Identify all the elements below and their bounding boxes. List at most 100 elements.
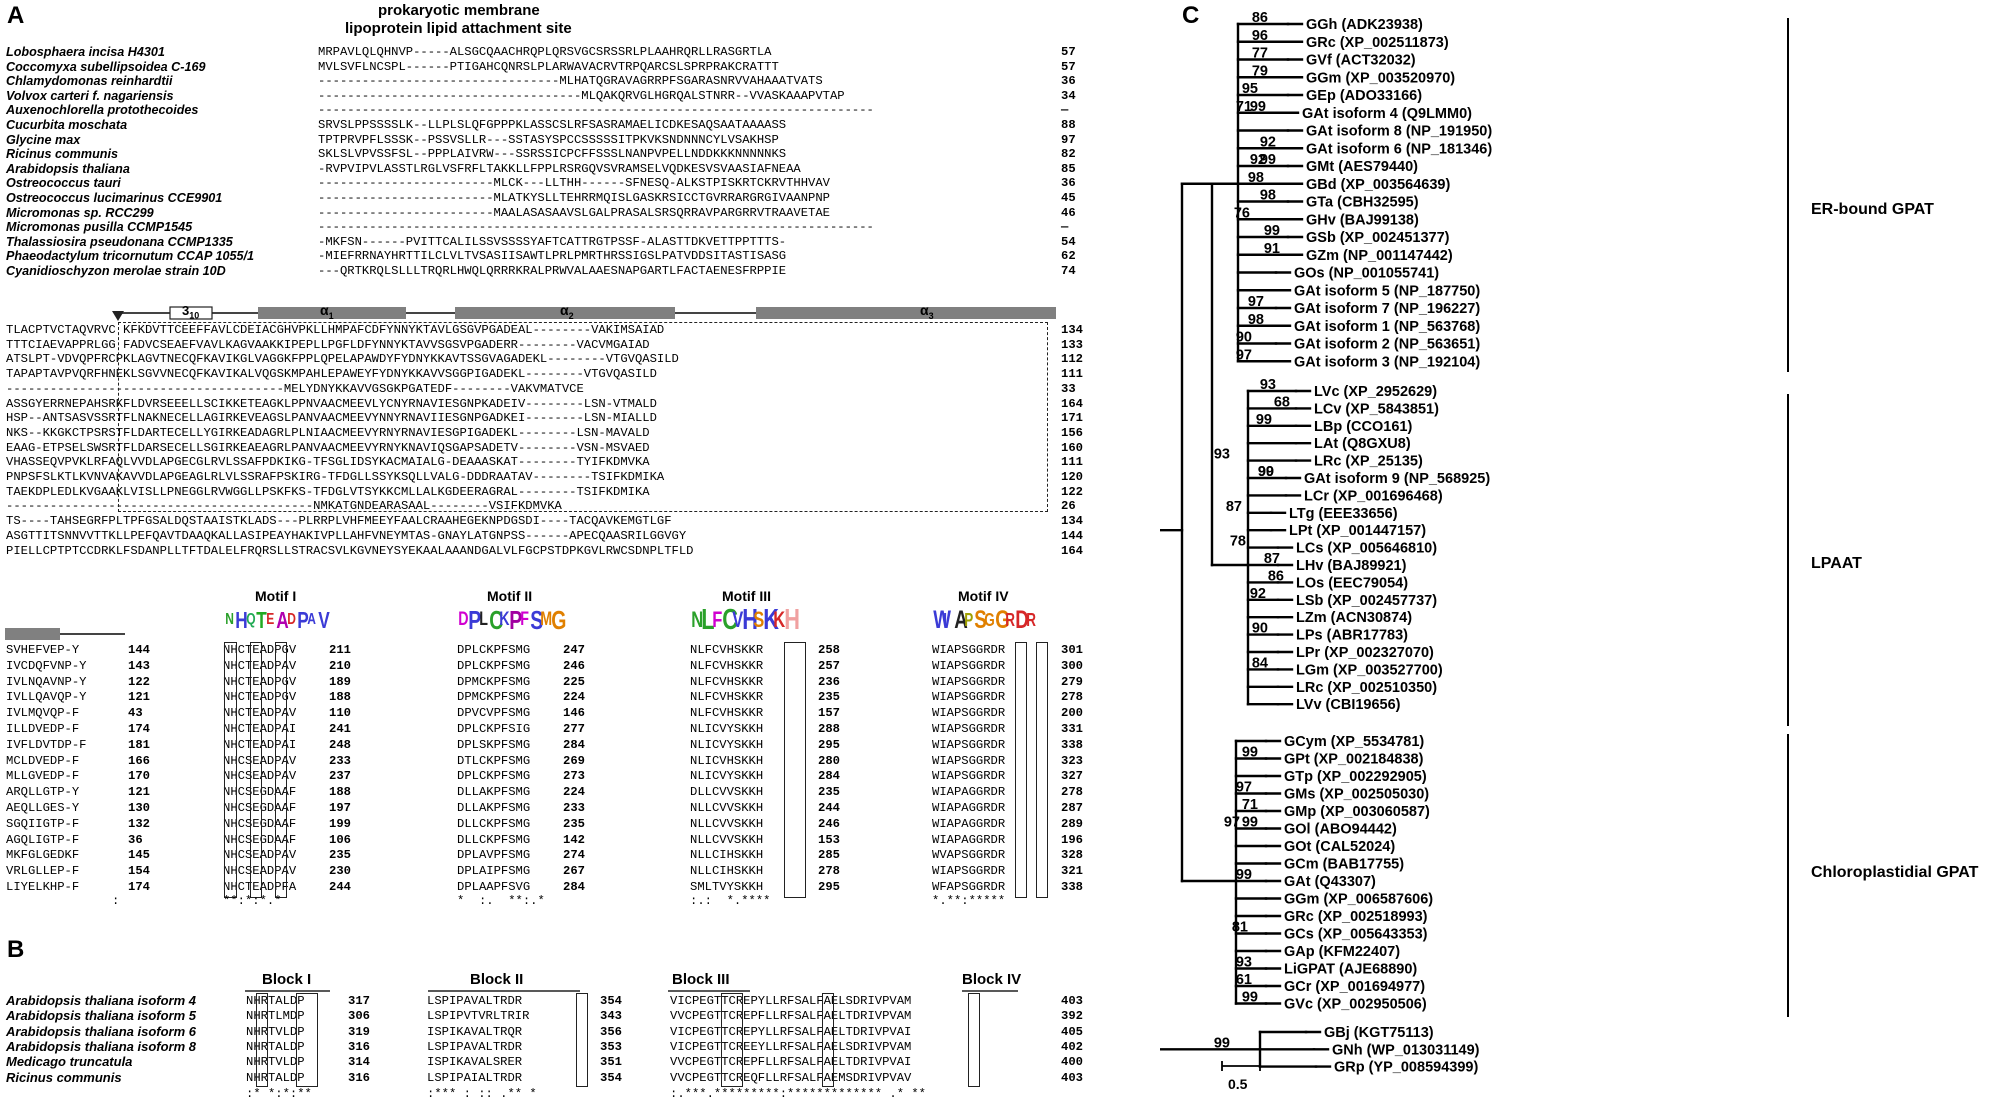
- residue-count: 306: [348, 1009, 370, 1024]
- tree-taxon-label: GGm (XP_003520970): [1306, 70, 1455, 86]
- logo-letter: L: [701, 604, 715, 636]
- logo-letter: H: [783, 604, 800, 636]
- bootstrap-value: 99: [1242, 745, 1258, 761]
- motif2-seq: DPLAVPFSMG: [457, 848, 531, 863]
- motif2-seq: DPLAIPFSMG: [457, 864, 531, 879]
- residue-count: 343: [600, 1009, 622, 1024]
- tree-taxon-label: GAp (KFM22407): [1284, 944, 1400, 960]
- tree-taxon-label: GOl (ABO94442): [1284, 822, 1397, 838]
- tree-taxon-label: GHv (BAJ99138): [1306, 212, 1419, 228]
- motif3-seq: NLICVHSKKH: [690, 753, 764, 768]
- residue-count: 36: [1061, 176, 1076, 191]
- logo-letter: S: [530, 605, 544, 635]
- clade-brackets: [1221, 18, 1789, 1071]
- residue-count: 247: [563, 643, 585, 657]
- residue-count: 197: [329, 801, 351, 815]
- species-name: Phaeodactylum tricornutum CCAP 1055/1: [6, 249, 254, 264]
- bootstrap-value: 87: [1226, 499, 1242, 515]
- tree-taxon-label: GMs (XP_002505030): [1284, 787, 1429, 803]
- bootstrap-value: 99: [1258, 464, 1274, 480]
- sequence-prefix: LIYELKHP-F: [6, 880, 80, 894]
- blockI-box-h: [256, 993, 268, 1087]
- logo-letter: A: [307, 611, 317, 628]
- residue-count: 134: [1061, 514, 1083, 529]
- logo-letter: C: [489, 605, 504, 635]
- residue-count: 405: [1061, 1024, 1083, 1039]
- bootstrap-value: 93: [1236, 955, 1252, 971]
- residue-count: 248: [329, 737, 351, 752]
- motif4-seq: WIAPSGGRDR: [932, 643, 1006, 657]
- logo-letter: R: [1005, 610, 1016, 630]
- sequence-prefix: ARQLLGTP-Y: [6, 785, 80, 800]
- tree-taxon-label: GAt isoform 9 (NP_568925): [1304, 471, 1490, 487]
- tree-taxon-label: LRc (XP_25135): [1314, 454, 1423, 470]
- residue-count: 120: [1061, 470, 1083, 484]
- residue-count: 211: [329, 643, 351, 657]
- bootstrap-value: 97: [1224, 815, 1240, 831]
- sequence-row: PIELLCPTPTCCDRKLFSDANPLLTFTDALELFRQRSLLS…: [6, 543, 694, 558]
- residue-count: 145: [128, 848, 150, 863]
- residue-count: 199: [329, 816, 351, 831]
- residue-count: 97: [1061, 132, 1076, 147]
- logo-letter: Q: [245, 611, 256, 628]
- species-name: Arabidopsis thaliana: [6, 161, 130, 176]
- residue-count: 403: [1061, 994, 1083, 1008]
- motif1-seq: NHCTEADPAV: [223, 658, 297, 673]
- tree-taxon-label: LVc (XP_2952629): [1314, 384, 1437, 400]
- residue-count: 224: [563, 785, 585, 800]
- tree-taxon-label: GCym (XP_5534781): [1284, 734, 1424, 750]
- motif1-seq: NHCTEADPFA: [223, 880, 297, 894]
- residue-count: 284: [563, 737, 585, 752]
- bootstrap-value: 91: [1264, 241, 1280, 257]
- blockI-box-dp: [296, 993, 318, 1087]
- sequence-row: TAPAPTAVPVQRFHNEKLSGVVNECQFKAVIKALVQGSKM…: [6, 367, 657, 382]
- tree-taxon-label: LOs (EEC79054): [1296, 575, 1408, 591]
- bootstrap-value: 96: [1252, 28, 1268, 44]
- logo-letter: M: [540, 609, 553, 630]
- motif4-seq: WIAPSGGRDR: [932, 769, 1006, 784]
- sequence-row: -MIEFRRNAYHRTTILCLVLTVSASIISAWTLPRLPMRTH…: [318, 249, 787, 264]
- tree-taxon-label: GCm (BAB17755): [1284, 857, 1404, 873]
- bootstrap-value: 76: [1234, 205, 1250, 221]
- motif1-box-h: [224, 642, 237, 898]
- bootstrap-value: 78: [1230, 534, 1246, 550]
- residue-count: 230: [329, 864, 351, 879]
- residue-count: 174: [128, 722, 150, 736]
- clade-label-lpaat: LPAAT: [1811, 555, 1862, 572]
- species-name: Ostreococcus lucimarinus CCE9901: [6, 191, 223, 205]
- sequence-row: -RVPVIPVLASSTLRGLVSFRFLTAKKLLFPPLRSRGQVS…: [318, 161, 801, 176]
- residue-count: 54: [1061, 234, 1076, 249]
- motif3-seq: NLICVYSKKH: [690, 737, 764, 752]
- residue-count: 233: [563, 801, 585, 815]
- residue-count: 284: [818, 769, 840, 784]
- logo-letter: E: [266, 611, 275, 628]
- sequence-prefix: MLLGVEDP-F: [6, 769, 80, 784]
- tree-taxon-label: LiGPAT (AJE68890): [1284, 962, 1417, 978]
- residue-count: 402: [1061, 1039, 1083, 1054]
- residue-count: 235: [563, 816, 585, 831]
- cons-motif4: *.**:*****: [932, 894, 1006, 908]
- bootstrap-value: 98: [1248, 170, 1264, 186]
- tree-taxon-label: GTp (XP_002292905): [1284, 769, 1427, 785]
- helix-alpha3-box: [756, 307, 1056, 319]
- sequence-prefix: ILLDVEDP-F: [6, 722, 80, 736]
- block3-seq: VVCPEGTTCREPFLLRFSALFAELTDRIVPVAM: [670, 1009, 912, 1024]
- block3-seq: VICPEGTTCREPYLLRFSALFAELSDRIVPVAM: [670, 994, 912, 1008]
- sequence-row: ----------------------------------------…: [318, 103, 874, 118]
- residue-count: 174: [128, 880, 150, 894]
- motif4-seq: WIAPAGGRDR: [932, 801, 1006, 815]
- helix-track-block3: [5, 628, 125, 640]
- motif2-seq: DTLCKPFSMG: [457, 753, 531, 768]
- bootstrap-value: 98: [1248, 312, 1264, 328]
- species-name: Ricinus communis: [6, 1069, 122, 1085]
- residue-count: 295: [818, 880, 840, 894]
- residue-count: 36: [1061, 74, 1076, 89]
- bootstrap-value: 77: [1252, 46, 1268, 62]
- sequence-row: MVLSVFLNCSPL------PTIGAHCQNRSLPLARWAVACR…: [318, 59, 779, 74]
- logo-letter: P: [509, 605, 523, 635]
- motif2-seq: DPLCKPFSMG: [457, 643, 531, 657]
- motif1-seq: NHCSEADPAV: [223, 753, 297, 768]
- tree-taxon-label: GGh (ADK23938): [1306, 17, 1423, 33]
- species-name: Volvox carteri f. nagariensis: [6, 88, 174, 103]
- motif-2-title: Motif II: [487, 588, 533, 604]
